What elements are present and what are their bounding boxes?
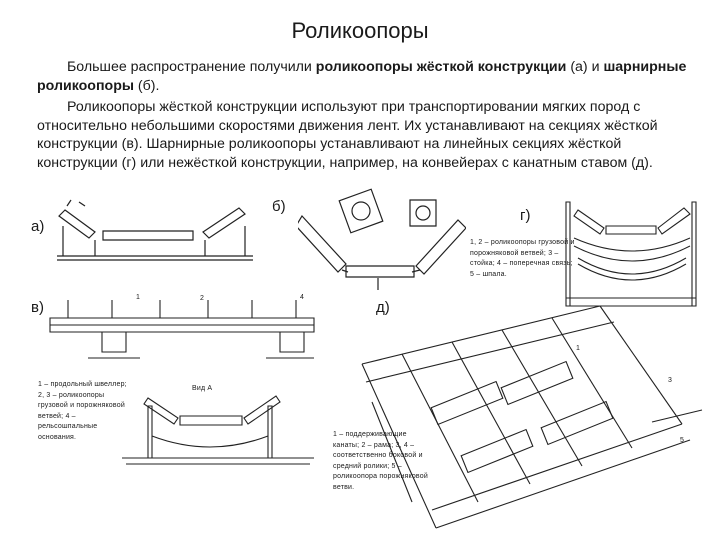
view-a-label: Вид А: [192, 385, 213, 392]
figure-number-4: 4: [300, 294, 305, 301]
figure-number-d-3: 3: [668, 377, 673, 384]
figure-number-d-5: 5: [680, 437, 685, 444]
page-title: Роликоопоры: [291, 18, 429, 43]
figure-a-rigid-idler: [55, 198, 255, 266]
figure-number-1: 1: [136, 294, 141, 301]
description-text: Роликоопоры жёсткой конструкции использу…: [37, 99, 658, 171]
label-v: в): [31, 299, 44, 316]
intro-text-1: Большее распространение получили: [67, 59, 316, 75]
label-b: б): [272, 198, 286, 215]
legend-d: 1 – поддерживающие канаты; 2 – рама; 3, …: [333, 431, 428, 491]
legend-g: 1, 2 – роликоопоры грузовой и порожняков…: [470, 239, 575, 278]
label-d: д): [376, 299, 390, 316]
legend-v: 1 – продольный швеллер; 2, 3 – роликоопо…: [38, 381, 127, 441]
paragraph-description: Роликоопоры жёсткой конструкции использу…: [37, 98, 697, 172]
figure-b-hinged-idler: [298, 186, 466, 296]
figure-v-cross-section: [118, 378, 318, 468]
label-a: а): [31, 218, 45, 235]
figure-number-2: 2: [200, 295, 205, 302]
intro-text-3: (б).: [133, 77, 160, 94]
figure-g-linear-section: [560, 198, 706, 310]
intro-text-2: (а) и: [566, 59, 604, 75]
label-g: г): [520, 207, 531, 224]
figure-d-rope-frame: [352, 302, 712, 538]
figure-number-d-1: 1: [576, 345, 581, 352]
paragraph-intro: Большее распространение получили роликоо…: [37, 58, 697, 95]
figure-v-rigid-section: [48, 288, 316, 368]
intro-bold-rigid: роликоопоры жёсткой конструкции: [315, 59, 567, 75]
intro-bold-hinged: шарнирные роликоопоры: [37, 59, 687, 94]
